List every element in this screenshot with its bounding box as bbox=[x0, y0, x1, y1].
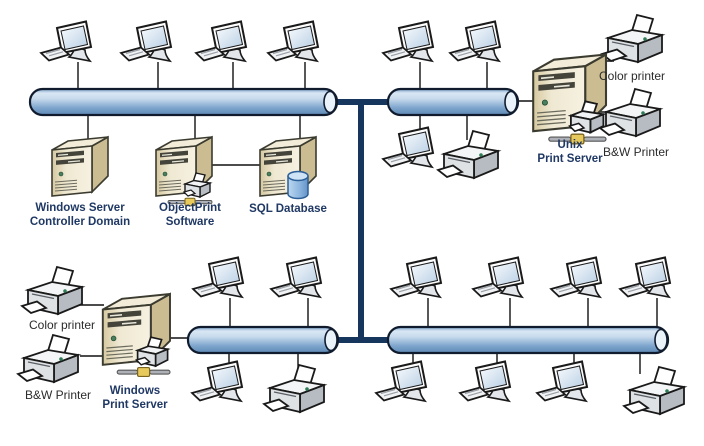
printer-icon bbox=[623, 366, 685, 415]
workstation-icon bbox=[459, 360, 511, 402]
bus-bottom-left bbox=[186, 325, 340, 355]
workstation-icon bbox=[267, 20, 319, 62]
workstation-icon bbox=[382, 20, 434, 62]
windows-server-icon bbox=[51, 136, 109, 197]
workstation-icon bbox=[619, 256, 671, 298]
workstation-icon bbox=[390, 256, 442, 298]
workstation-icon bbox=[472, 256, 524, 298]
workstation-icon bbox=[40, 20, 92, 62]
color-printer-bottom-label: Color printer bbox=[28, 318, 96, 332]
workstation-icon bbox=[449, 20, 501, 62]
workstation-icon bbox=[550, 256, 602, 298]
bw-printer-top-icon bbox=[599, 88, 661, 137]
workstation-icon bbox=[195, 20, 247, 62]
printer-icon bbox=[437, 130, 499, 179]
workstation-icon bbox=[191, 360, 243, 402]
color-printer-bottom-icon bbox=[21, 266, 83, 315]
windows-print-server-icon bbox=[101, 293, 171, 378]
workstation-icon bbox=[270, 256, 322, 298]
workstation-icon bbox=[120, 20, 172, 62]
bw-printer-bottom-icon bbox=[17, 334, 79, 383]
color-printer-top-icon bbox=[601, 14, 663, 63]
sql-database-server-icon bbox=[259, 136, 317, 200]
sql-database-label: SQL Database bbox=[249, 203, 327, 215]
printer-icon bbox=[263, 364, 325, 413]
bus-top-right bbox=[386, 87, 520, 117]
bw-printer-bottom-label: B&W Printer bbox=[24, 388, 92, 402]
workstation-icon bbox=[192, 256, 244, 298]
workstation-icon bbox=[536, 360, 588, 402]
objectprint-server-icon bbox=[155, 136, 213, 207]
unix-print-server-label: Unix Print Server bbox=[537, 139, 603, 166]
backbone-trunk bbox=[332, 99, 390, 343]
bus-bottom-right bbox=[386, 325, 670, 355]
workstation-icon bbox=[382, 126, 434, 168]
bw-printer-top-label: B&W Printer bbox=[602, 145, 670, 159]
windows-print-server-label: Windows Print Server bbox=[102, 385, 168, 412]
unix-print-server-icon bbox=[532, 53, 608, 145]
workstation-icon bbox=[375, 360, 427, 402]
color-printer-top-label: Color printer bbox=[598, 69, 666, 83]
objectprint-label: ObjectPrint Software bbox=[159, 202, 221, 229]
windows-server-label: Windows Server Controller Domain bbox=[29, 202, 131, 229]
bus-top-left bbox=[28, 87, 339, 117]
